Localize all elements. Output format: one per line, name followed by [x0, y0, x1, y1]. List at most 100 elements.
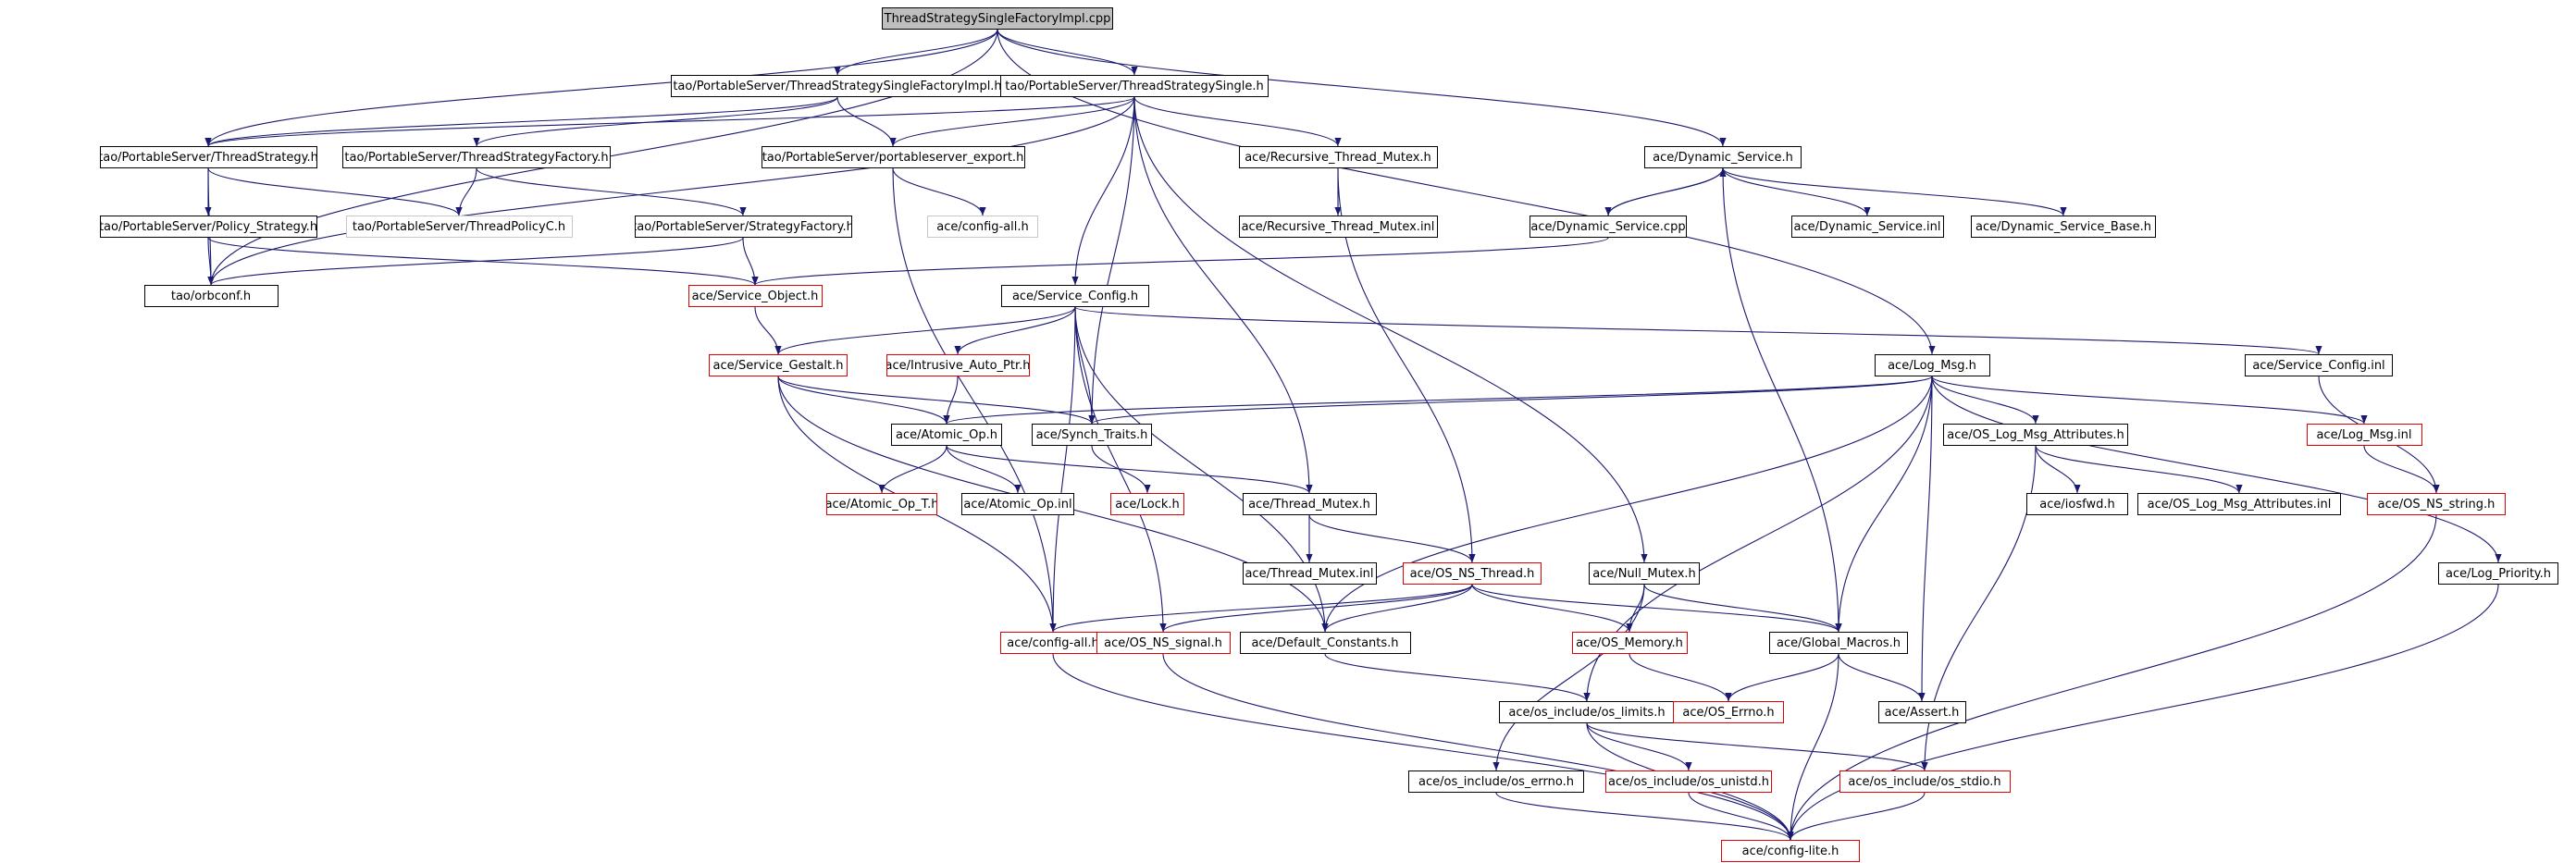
node-iap[interactable]: ace/Intrusive_Auto_Ptr.h: [886, 354, 1030, 376]
edge-nullm-to-oserrno: [1492, 584, 1645, 771]
node-globmac[interactable]: ace/Global_Macros.h: [1769, 632, 1908, 654]
node-dyn-inl[interactable]: ace/Dynamic_Service.inl: [1790, 216, 1944, 238]
node-dyn-h[interactable]: ace/Dynamic_Service.h: [1644, 146, 1802, 168]
edge-logmsg-to-logmsg-inl: [1931, 376, 2368, 425]
node-tm-h[interactable]: ace/Thread_Mutex.h: [1242, 493, 1377, 515]
node-ps-export[interactable]: tao/PortableServer/portableserver_export…: [761, 146, 1025, 168]
node-defconst[interactable]: ace/Default_Constants.h: [1239, 632, 1411, 654]
node-dyn-cpp[interactable]: ace/Dynamic_Service.cpp: [1530, 216, 1687, 238]
node-label: tao/PortableServer/portableserver_export…: [762, 150, 1024, 165]
node-rtm-h[interactable]: ace/Recursive_Thread_Mutex.h: [1238, 146, 1438, 168]
edge-oserrno-to-cfglite: [1495, 792, 1794, 841]
node-osunistd[interactable]: ace/os_include/os_unistd.h: [1605, 771, 1772, 793]
edge-tss-h-to-orbconf: [207, 96, 1135, 286]
node-osstdio[interactable]: ace/os_include/os_stdio.h: [1839, 771, 2011, 793]
node-label: ace/Global_Macros.h: [1777, 635, 1901, 650]
node-logprio[interactable]: ace/Log_Priority.h: [2438, 562, 2558, 585]
node-label: ace/os_include/os_stdio.h: [1848, 774, 2001, 789]
node-cfglite[interactable]: ace/config-lite.h: [1721, 840, 1860, 862]
edge-root-to-tss-h: [997, 29, 1138, 76]
node-oserrno-red[interactable]: ace/OS_Errno.h: [1673, 701, 1784, 723]
node-label: ace/Service_Gestalt.h: [712, 358, 844, 373]
node-lock[interactable]: ace/Lock.h: [1110, 493, 1184, 515]
edge-tss-h-to-svccfg: [1071, 96, 1135, 286]
node-label: tao/PortableServer/ThreadPolicyC.h: [352, 219, 566, 234]
node-dynb-h[interactable]: ace/Dynamic_Service_Base.h: [1971, 216, 2156, 238]
edge-iap-to-atomic-h: [943, 376, 959, 425]
node-svcobj[interactable]: ace/Service_Object.h: [687, 285, 823, 307]
node-orbconf[interactable]: tao/orbconf.h: [143, 285, 279, 307]
node-svccfg-inl[interactable]: ace/Service_Config.inl: [2245, 354, 2393, 376]
node-cfgall[interactable]: ace/config-all.h: [999, 632, 1107, 654]
node-pol-h[interactable]: tao/PortableServer/Policy_Strategy.h: [99, 216, 317, 238]
node-synch[interactable]: ace/Synch_Traits.h: [1032, 424, 1152, 446]
edge-globmac-to-cfglite: [1787, 653, 1839, 841]
node-osmem[interactable]: ace/OS_Memory.h: [1571, 632, 1688, 654]
node-label: tao/PortableServer/ThreadStrategySingleF…: [673, 79, 1002, 93]
node-root: ThreadStrategySingleFactoryImpl.cpp: [882, 7, 1113, 30]
node-label: ace/Atomic_Op.h: [896, 427, 997, 442]
edge-sf-h-to-svcobj: [742, 237, 759, 286]
edge-root-to-ts-h: [204, 29, 998, 147]
node-oslma[interactable]: ace/OS_Log_Msg_Attributes.h: [1943, 424, 2128, 446]
edge-atomic-h-to-tm-h: [946, 445, 1313, 494]
node-label: ace/Log_Msg.inl: [2316, 427, 2412, 442]
node-label: ace/Synch_Traits.h: [1035, 427, 1148, 442]
node-label: ace/Dynamic_Service.inl: [1793, 219, 1941, 234]
node-label: tao/PortableServer/StrategyFactory.h: [634, 219, 852, 234]
node-label: ace/Log_Priority.h: [2446, 566, 2551, 581]
node-ts-h[interactable]: tao/PortableServer/ThreadStrategy.h: [99, 146, 317, 168]
edge-sf-h-to-orbconf: [207, 237, 744, 286]
edge-root-to-dyn-h: [997, 29, 1727, 147]
edge-osnsthr-to-osmem: [1471, 584, 1633, 633]
edge-osnsstr-to-cfglite: [1787, 514, 2437, 841]
edge-logmsg-to-oslma: [1931, 376, 2039, 425]
node-rtm-inl[interactable]: ace/Recursive_Thread_Mutex.inl: [1238, 216, 1438, 238]
node-logmsg[interactable]: ace/Log_Msg.h: [1874, 354, 1990, 376]
node-osnsthr[interactable]: ace/OS_NS_Thread.h: [1403, 562, 1542, 585]
edge-oslma-to-oslma-inl: [2035, 445, 2243, 494]
node-label: ThreadStrategySingleFactoryImpl.cpp: [884, 11, 1111, 26]
node-logmsg-inl[interactable]: ace/Log_Msg.inl: [2306, 424, 2422, 446]
node-atomic-h[interactable]: ace/Atomic_Op.h: [891, 424, 1002, 446]
node-sf-h[interactable]: tao/PortableServer/StrategyFactory.h: [634, 216, 852, 238]
edge-ts-h-to-tpc-h: [207, 167, 463, 216]
edge-logmsg-to-synch: [1088, 376, 1933, 425]
edge-dyn-h-to-dyn-inl: [1722, 167, 1871, 216]
node-assert[interactable]: ace/Assert.h: [1877, 701, 1966, 723]
node-tm-inl[interactable]: ace/Thread_Mutex.inl: [1242, 562, 1377, 585]
node-osnsstr[interactable]: ace/OS_NS_string.h: [2367, 493, 2506, 515]
node-tsf-h[interactable]: tao/PortableServer/ThreadStrategyFactory…: [342, 146, 611, 168]
node-label: tao/PortableServer/Policy_Strategy.h: [99, 219, 317, 234]
node-svccfg[interactable]: ace/Service_Config.h: [1001, 285, 1149, 307]
node-cfgall-gray[interactable]: ace/config-all.h: [927, 216, 1038, 238]
node-label: ace/Default_Constants.h: [1251, 635, 1399, 650]
node-label: ace/Service_Config.h: [1011, 289, 1139, 303]
node-oslimits[interactable]: ace/os_include/os_limits.h: [1499, 701, 1675, 723]
node-label: ace/OS_NS_string.h: [2377, 497, 2496, 512]
node-tssfi-h[interactable]: tao/PortableServer/ThreadStrategySingleF…: [671, 75, 1004, 97]
edge-cfgall-to-cfglite: [1052, 653, 1794, 841]
edge-tss-h-to-rtm-h: [1133, 96, 1342, 147]
node-oserrno[interactable]: ace/os_include/os_errno.h: [1408, 771, 1584, 793]
node-label: tao/PortableServer/ThreadStrategy.h: [99, 150, 317, 165]
node-oslma-inl[interactable]: ace/OS_Log_Msg_Attributes.inl: [2137, 493, 2341, 515]
node-iosfwd[interactable]: ace/iosfwd.h: [2026, 493, 2128, 515]
node-tss-h[interactable]: tao/PortableServer/ThreadStrategySingle.…: [1000, 75, 1269, 97]
node-label: ace/Dynamic_Service_Base.h: [1975, 219, 2151, 234]
node-atomic-inl[interactable]: ace/Atomic_Op.inl: [961, 493, 1074, 515]
node-nullm[interactable]: ace/Null_Mutex.h: [1589, 562, 1700, 585]
node-label: ace/Dynamic_Service.cpp: [1530, 219, 1686, 234]
edge-osnsthr-to-cfgall: [1049, 584, 1473, 633]
edge-svccfg-to-synch: [1074, 306, 1096, 425]
edge-dyn-cpp-to-dyn-h: [1607, 167, 1727, 216]
edge-tss-h-to-tm-h: [1133, 96, 1313, 494]
node-tpc-h[interactable]: tao/PortableServer/ThreadPolicyC.h: [345, 216, 573, 238]
node-atomicT[interactable]: ace/Atomic_Op_T.h: [826, 493, 937, 515]
edge-svccfg-to-svccfg-inl: [1074, 306, 2322, 355]
node-gestalt[interactable]: ace/Service_Gestalt.h: [709, 354, 848, 376]
node-osnssig[interactable]: ace/OS_NS_signal.h: [1096, 632, 1231, 654]
edge-atomic-h-to-atomic-inl: [946, 445, 1022, 494]
edge-globmac-to-assert: [1838, 653, 1926, 702]
node-label: ace/Log_Msg.h: [1888, 358, 1976, 373]
